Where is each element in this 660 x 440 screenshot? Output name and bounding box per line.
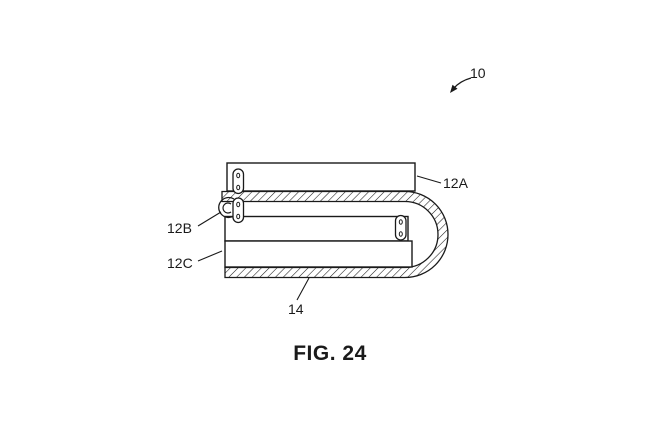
ref-label-14: 14: [288, 301, 304, 317]
flexible-display-layer-hatched: [221, 190, 449, 279]
ref-label-10: 10: [470, 65, 486, 81]
leader-line-12c: [197, 250, 223, 262]
display-edge-curl-inner: [222, 202, 232, 214]
display-edge-curl-12b: [218, 196, 235, 219]
leader-line-12a: [416, 175, 442, 184]
figure-caption: FIG. 24: [293, 342, 367, 365]
ref-10-arrow: [450, 77, 472, 93]
ref-label-12a: 12A: [443, 175, 468, 191]
leader-line-14: [296, 277, 310, 301]
upper-housing-12a: [226, 162, 416, 192]
ref-label-12c: 12C: [167, 255, 193, 271]
lower-housing-12c: [224, 240, 413, 268]
ref-label-12b: 12B: [167, 220, 192, 236]
fastener-capsule-upper: [232, 168, 245, 195]
leader-line-12b: [197, 211, 222, 227]
fastener-capsule-middle-left: [232, 197, 245, 224]
fastener-capsule-right: [394, 214, 407, 241]
middle-plate: [224, 215, 409, 242]
